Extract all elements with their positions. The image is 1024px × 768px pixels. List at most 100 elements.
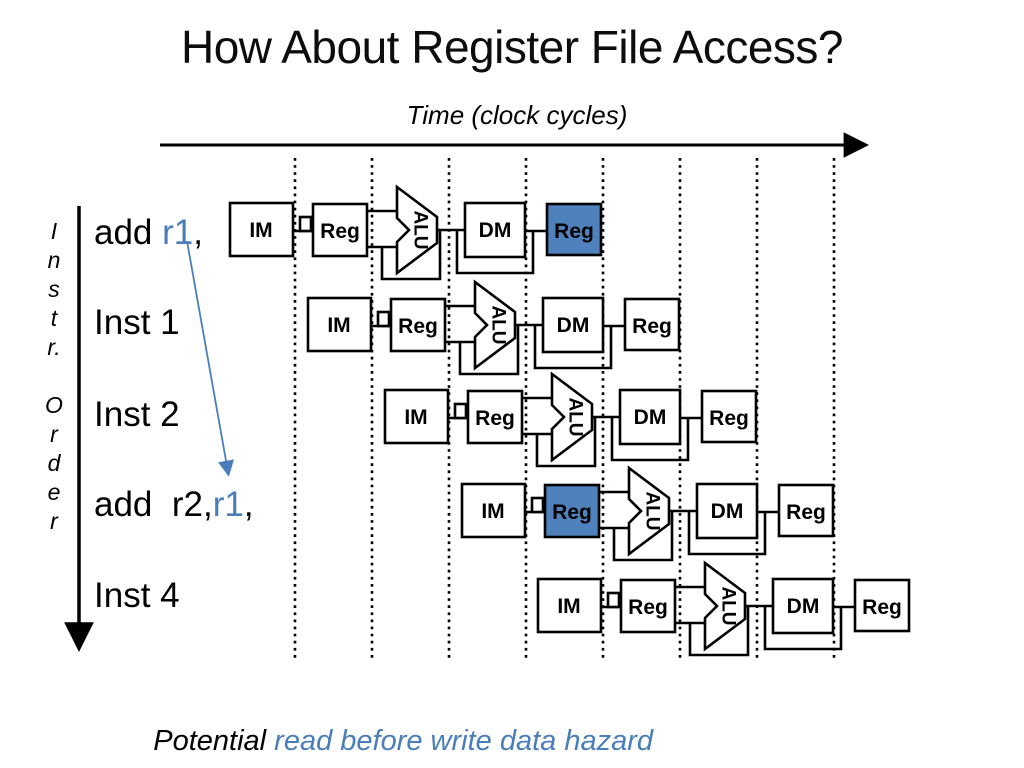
register-ref: r1 [212,485,244,524]
reg-write-label: Reg [709,407,749,430]
alu-label: ALU [410,210,431,249]
instruction-text: , [193,213,203,252]
dm-bypass-loop [455,230,535,275]
reg-read-box [543,483,601,539]
reg-write-box [853,578,911,633]
im-box [460,482,527,539]
order-letter: O [45,392,63,418]
pipeline-row: IM Reg ALU DM Reg [228,184,603,281]
pipeline-row: IM Reg ALU DM Reg [536,560,911,657]
latch-stub [376,310,391,328]
dm-bypass-loop [687,511,767,556]
pipeline-row: IM Reg ALU DM Reg [383,371,758,468]
reg-write-box [700,389,758,444]
im-box [228,201,295,258]
reg-write-label: Reg [862,596,902,619]
instr-letter: I [50,218,58,244]
alu-label: ALU [488,305,509,344]
alu-shape [627,465,671,557]
register-ref: r1 [162,213,194,252]
instr-letter: r. [47,334,61,360]
instruction-label: add r1, [94,213,203,253]
im-label: IM [327,314,350,337]
instruction-text: Inst 1 [94,303,180,342]
time-axis-label: Time (clock cycles) [406,100,628,130]
instruction-label: Inst 1 [94,303,180,343]
alu-shape [703,560,747,652]
instruction-label: Inst 2 [94,395,180,435]
latch-stub [298,215,313,233]
alu-label: ALU [642,491,663,530]
reg-write-label: Reg [632,315,672,338]
hazard-dependency-arrow [186,240,234,477]
alu-shape [473,279,517,371]
pipeline-row: IM Reg ALU DM Reg [306,279,681,376]
latch-stub [453,402,468,420]
im-label: IM [249,219,272,242]
reg-read-box [466,389,524,445]
alu-bypass-loop [458,325,520,376]
dm-box [771,577,835,635]
im-box [306,296,373,353]
instruction-text: add [94,213,163,252]
caption: Potential read before write data hazard [121,692,653,768]
alu-bypass-loop [535,417,597,468]
dm-box [463,201,527,259]
dm-box [695,482,759,540]
page-title: How About Register File Access? [180,21,844,73]
im-box [536,577,603,634]
order-letter: r [50,421,58,447]
dm-box [618,388,682,446]
alu-bypass-loop [380,230,442,281]
reg-read-box [311,202,369,258]
instruction-label: Inst 4 [94,576,180,616]
im-box [383,388,450,445]
reg-read-box [619,578,677,634]
instr-letter: s [48,276,60,302]
alu-label: ALU [565,397,586,436]
latch-stub [530,496,545,514]
alu-bypass-loop [612,511,674,562]
reg-write-label: Reg [786,501,826,524]
im-label: IM [481,500,504,523]
order-letter: e [47,479,61,505]
reg-read-label: Reg [628,596,668,619]
latch-stub [606,591,621,609]
instruction-text: add r2, [94,485,213,524]
reg-write-box [623,297,681,352]
caption-highlight: read before write data hazard [274,725,653,757]
caption-prefix: Potential [153,725,275,757]
instruction-text: Inst 4 [94,576,180,615]
dm-bypass-loop [763,606,843,651]
dm-bypass-loop [533,325,613,370]
instr-letter: n [47,247,61,273]
reg-read-label: Reg [320,220,360,243]
reg-read-box [389,297,447,353]
alu-shape [395,184,439,276]
dm-label: DM [557,314,590,337]
dm-label: DM [787,595,820,618]
dm-bypass-loop [610,417,690,462]
instruction-text: Inst 2 [94,395,180,434]
im-label: IM [404,406,427,429]
im-label: IM [557,595,580,618]
alu-bypass-loop [688,606,750,657]
alu-label: ALU [718,586,739,625]
dm-label: DM [634,406,667,429]
reg-read-label: Reg [398,315,438,338]
dm-label: DM [479,219,512,242]
order-letter: d [47,450,61,476]
reg-write-label: Reg [554,220,594,243]
reg-read-label: Reg [552,501,592,524]
dm-box [541,296,605,354]
reg-read-label: Reg [475,407,515,430]
instr-letter: t [50,305,58,331]
instruction-label: add r2,r1, [94,485,254,525]
alu-shape [550,371,594,463]
